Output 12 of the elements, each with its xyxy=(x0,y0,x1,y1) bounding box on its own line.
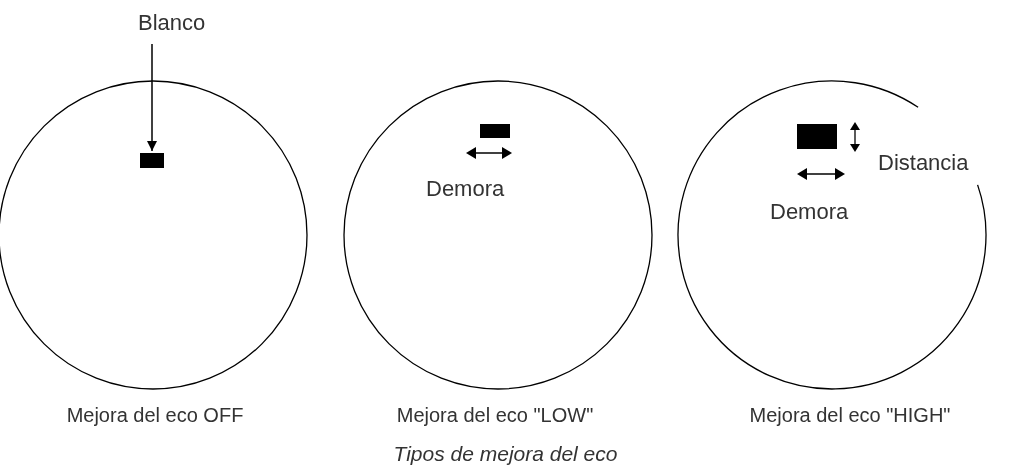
target-echo xyxy=(140,153,164,168)
target-echo xyxy=(797,124,837,149)
arrow xyxy=(146,43,158,152)
figure-caption: Tipos de mejora del eco xyxy=(393,441,618,467)
axis-label: Distancia xyxy=(878,149,969,177)
mode-caption: Mejora del eco OFF xyxy=(66,403,244,428)
axis-label: Demora xyxy=(426,175,505,203)
mode-caption: Mejora del eco "LOW" xyxy=(396,403,594,428)
axis-label: Demora xyxy=(770,198,849,226)
target-echo xyxy=(480,124,510,138)
mode-caption: Mejora del eco "HIGH" xyxy=(749,403,951,428)
target-label: Blanco xyxy=(138,9,206,37)
